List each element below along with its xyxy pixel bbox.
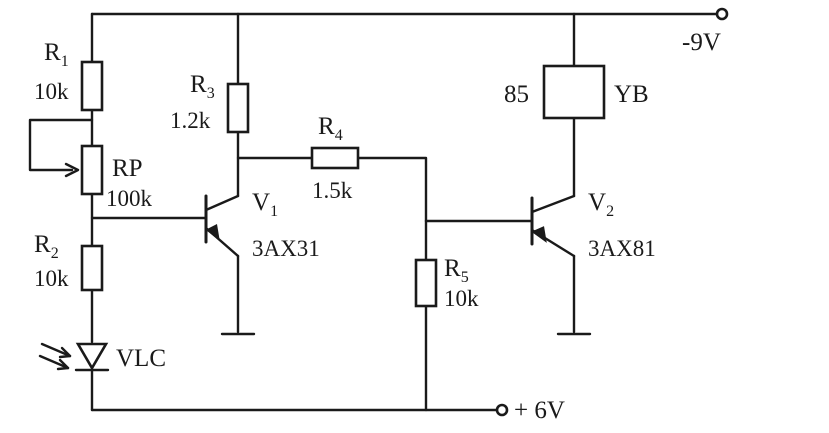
v2-emitter-arrow [531, 226, 547, 243]
potentiometer-rp [80, 144, 104, 196]
label-rp-name: RP [112, 155, 143, 182]
label-neg-supply: -9V [682, 29, 721, 56]
label-r5-name: R5 [444, 255, 469, 286]
v1-collector-lead [204, 194, 240, 212]
resistor-r1 [80, 60, 104, 112]
r4-right-wire [356, 156, 428, 223]
label-r2-name: R2 [34, 231, 59, 262]
photodiode-vlc [38, 342, 110, 372]
light-arrow-2-head [56, 358, 70, 371]
resistor-r5 [414, 258, 438, 308]
terminal-pos-supply [495, 403, 509, 417]
light-arrow-1-head [58, 346, 72, 359]
wires [28, 12, 719, 412]
label-rp-value: 100k [106, 186, 153, 211]
transistor-v1 [204, 194, 240, 258]
v1-emitter-arrow [205, 224, 220, 242]
label-relay-number: 85 [504, 81, 529, 108]
resistor-r4 [310, 146, 360, 170]
label-r1-value: 10k [34, 79, 69, 104]
label-v1-name: V1 [252, 189, 278, 220]
label-r4-name: R4 [318, 113, 343, 144]
label-r3-name: R3 [190, 71, 215, 102]
label-r5-value: 10k [444, 286, 479, 311]
rp-wiper-arrow [64, 162, 80, 178]
label-relay-name: YB [614, 81, 649, 108]
rp-shunt-wire [28, 118, 94, 172]
transistor-v2 [530, 194, 576, 258]
label-v2-value: 3AX81 [588, 236, 656, 261]
label-pos-supply: + 6V [514, 397, 565, 424]
label-r4-value: 1.5k [312, 178, 353, 203]
label-v1-value: 3AX31 [252, 236, 320, 261]
light-arrow-2 [38, 354, 70, 370]
relay-coil-yb [542, 64, 606, 120]
v2-collector-lead [530, 194, 576, 214]
label-v2-name: V2 [588, 189, 614, 220]
label-r3-value: 1.2k [170, 108, 211, 133]
label-r2-value: 10k [34, 266, 69, 291]
label-vlc: VLC [116, 345, 166, 372]
resistor-r2 [80, 244, 104, 292]
terminal-neg-supply [715, 7, 729, 21]
diode-triangle [75, 342, 109, 371]
light-arrow-1 [40, 342, 72, 358]
label-r1-name: R1 [44, 39, 69, 70]
resistor-r3 [226, 82, 250, 134]
